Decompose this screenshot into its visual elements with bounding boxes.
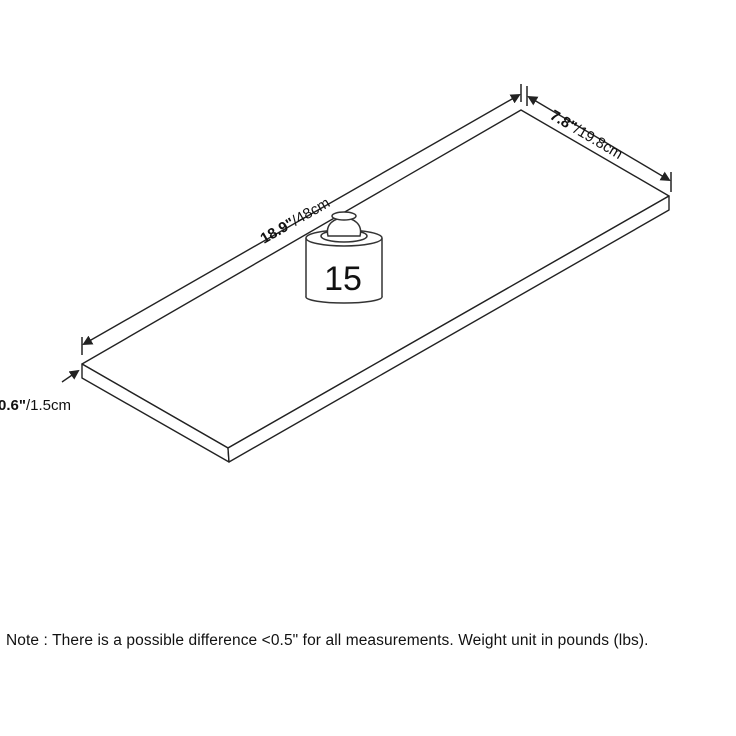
weight-body: [306, 238, 382, 297]
thickness-arrow: [61, 369, 80, 383]
thickness-imperial: 0.6": [0, 397, 26, 414]
length-dimension-line: [82, 94, 521, 345]
thickness-label: 0.6"/1.5cm: [0, 397, 71, 414]
weight-knob-top: [331, 211, 357, 221]
weight-value: 15: [324, 260, 362, 298]
weight-icon: 15: [305, 211, 383, 304]
measurement-note: Note : There is a possible difference <0…: [6, 632, 649, 649]
thickness-dimension: 0.6"/1.5cm: [0, 369, 80, 414]
thickness-metric: /1.5cm: [26, 397, 71, 414]
width-dimension-line: [527, 95, 671, 182]
